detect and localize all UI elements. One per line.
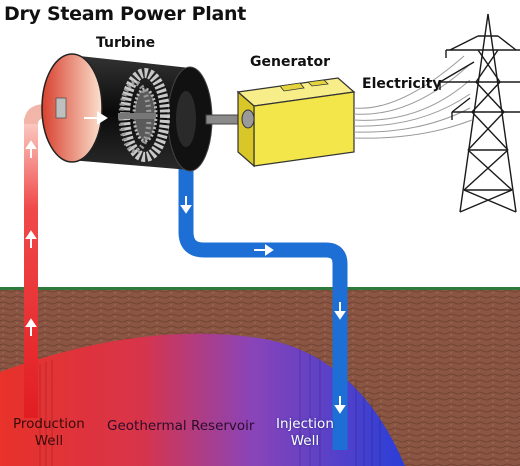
reservoir-label: Geothermal Reservoir [107,418,255,434]
turbine-label: Turbine [96,35,156,51]
production-well-pipe [24,118,38,418]
electricity-label: Electricity [362,76,442,92]
injection-well-label-line1: Injection [276,416,334,432]
diagram-title: Dry Steam Power Plant [4,3,246,25]
production-well-label-line2: Well [34,433,64,449]
geothermal-reservoir [0,333,405,466]
generator [236,77,356,168]
electricity-wires [353,55,473,139]
steam-into-turbine-arrow [84,111,108,125]
generator-label: Generator [250,54,331,70]
ground-surface [0,287,520,290]
steam-up-arrows [25,140,37,336]
water-flow-arrows [180,196,346,414]
reservoir-hatching [39,347,381,466]
injection-well-label: Injection Well [276,416,334,450]
production-well-label: Production Well [13,416,85,450]
injection-well-label-line2: Well [290,433,320,449]
turbine [41,53,213,172]
production-well-label-line1: Production [13,416,85,432]
transmission-tower [439,13,520,213]
